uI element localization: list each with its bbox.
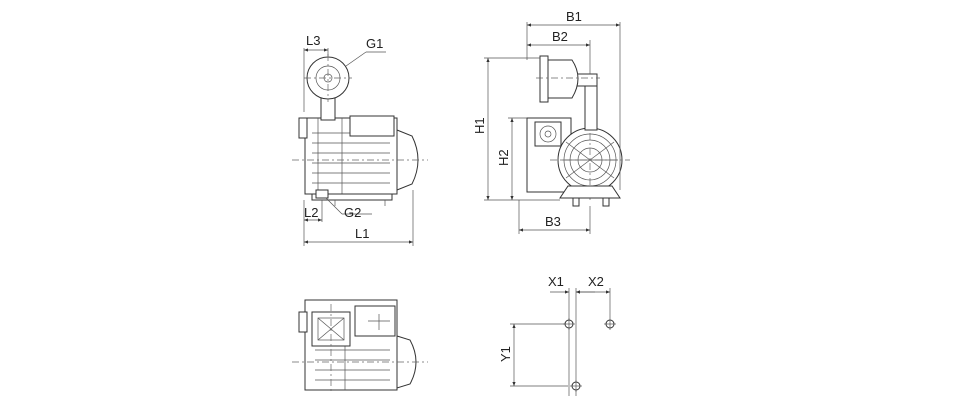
dim-label-b1: B1 — [566, 9, 582, 24]
side-view: L3 G1 L2 G2 L1 — [292, 33, 428, 246]
dim-label-h2: H2 — [496, 149, 511, 166]
dim-label-b3: B3 — [545, 214, 561, 229]
dim-label-x2: X2 — [588, 274, 604, 289]
hole-3 — [570, 380, 582, 392]
hole-2 — [604, 318, 616, 330]
dim-label-l3: L3 — [306, 33, 320, 48]
dim-label-l1: L1 — [355, 226, 369, 241]
dim-label-y1: Y1 — [498, 346, 513, 362]
dim-label-g2: G2 — [344, 205, 361, 220]
hole-1 — [563, 318, 575, 330]
dim-label-x1: X1 — [548, 274, 564, 289]
dim-label-l2: L2 — [304, 205, 318, 220]
dim-label-g1: G1 — [366, 36, 383, 51]
front-view: B1 B2 H1 H2 B3 — [472, 9, 630, 234]
top-view — [292, 299, 428, 392]
dim-label-b2: B2 — [552, 29, 568, 44]
dim-label-h1: H1 — [472, 117, 487, 134]
mounting-hole-pattern: X1 X2 Y1 — [498, 274, 616, 396]
